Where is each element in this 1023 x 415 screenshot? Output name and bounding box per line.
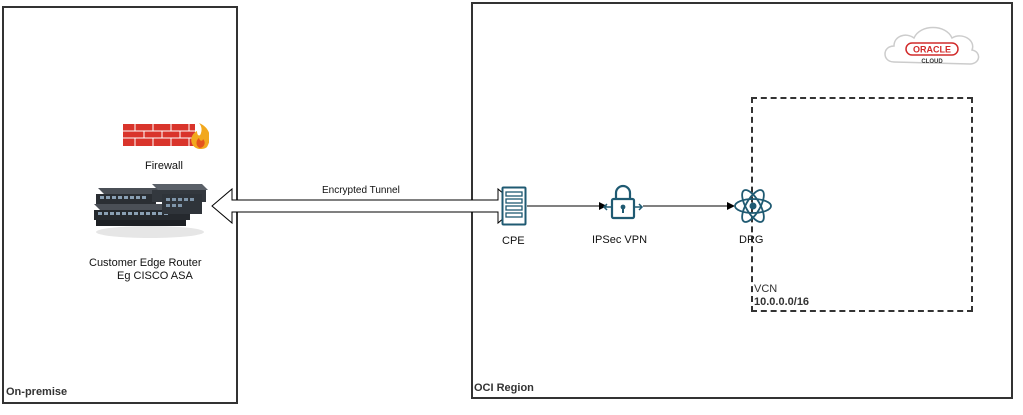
- server-icon: [501, 186, 527, 226]
- on-premise-label: On-premise: [6, 386, 68, 398]
- router-label-line2: Eg CISCO ASA: [117, 270, 193, 282]
- firewall-label: Firewall: [145, 160, 183, 172]
- oci-region-label: OCI Region: [474, 382, 534, 394]
- lock-icon: [601, 181, 645, 225]
- drg-label: DRG: [739, 234, 764, 246]
- atom-icon: [731, 184, 775, 228]
- oracle-sub-text: CLOUD: [921, 59, 943, 65]
- cpe-to-ipsec-arrow: [527, 199, 607, 213]
- ipsec-label: IPSec VPN: [592, 234, 648, 246]
- oracle-cloud-logo: ORACLE CLOUD: [880, 18, 984, 72]
- vcn-cidr: 10.0.0.0/16: [754, 296, 810, 308]
- vcn-box: [751, 97, 973, 312]
- oracle-brand-text: ORACLE: [913, 45, 951, 55]
- vcn-name: VCN: [754, 283, 778, 295]
- ipsec-to-drg-arrow: [643, 199, 735, 213]
- cpe-label: CPE: [502, 235, 525, 247]
- firewall-icon: [123, 121, 210, 151]
- router-label-line1: Customer Edge Router: [89, 257, 202, 269]
- encrypted-tunnel-label: Encrypted Tunnel: [322, 185, 400, 196]
- router-icon: [92, 182, 212, 240]
